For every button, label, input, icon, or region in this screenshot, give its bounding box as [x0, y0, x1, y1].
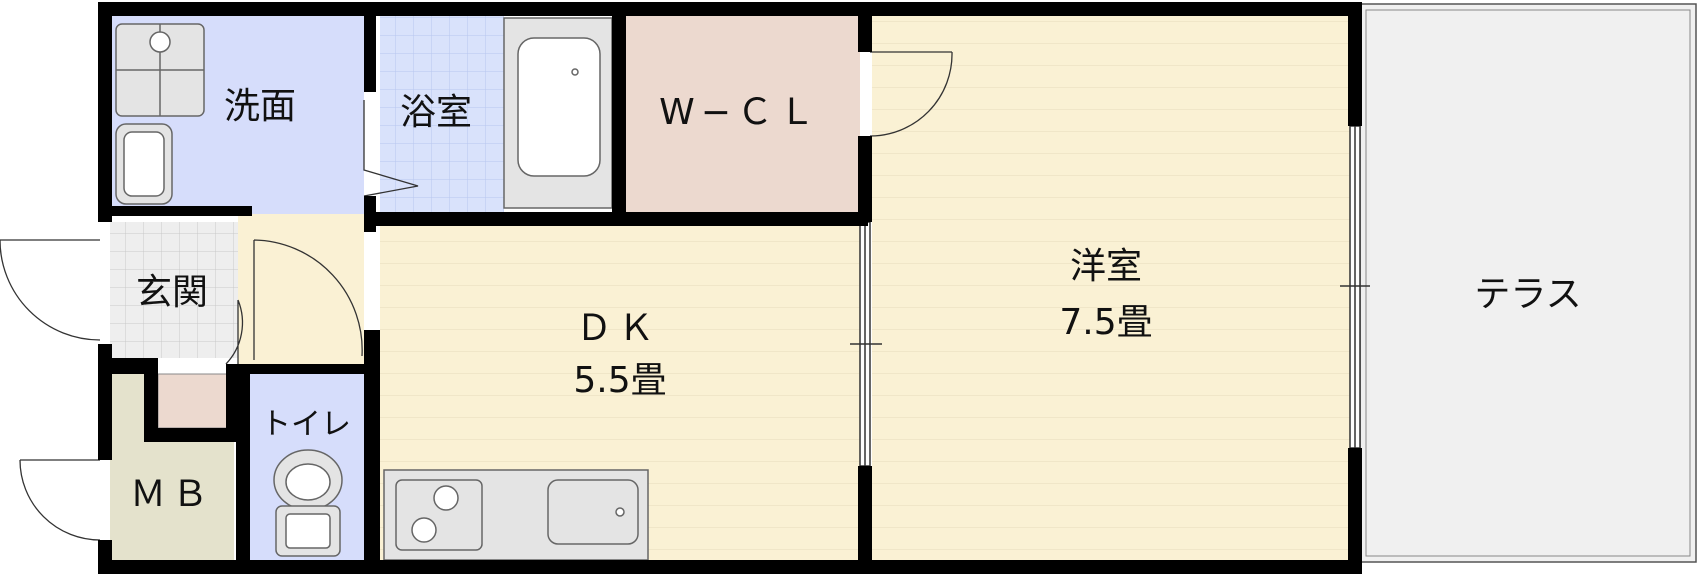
- label-yoshitsu-size: 7.5畳: [1059, 302, 1152, 343]
- wcl-floor: [626, 14, 860, 214]
- label-yoshitsu: 洋室: [1070, 246, 1142, 287]
- label-dk-size: 5.5畳: [573, 360, 666, 401]
- toilet-fixture: [273, 449, 343, 557]
- hall-floor: [238, 214, 364, 364]
- label-dk: ＤＫ: [576, 308, 660, 349]
- kitchen-counter: [383, 469, 649, 561]
- wash-basin: [115, 123, 173, 205]
- label-toilet: トイレ: [261, 407, 351, 442]
- yoshitsu-wood: [872, 14, 1350, 562]
- walls: [98, 2, 1362, 574]
- terrace: [1359, 3, 1697, 563]
- label-terrace: テラス: [1474, 274, 1581, 315]
- washing-machine-pan: [115, 23, 205, 117]
- label-yokushitsu: 浴室: [400, 92, 472, 133]
- mb-box: [157, 373, 235, 429]
- door-swings: [0, 51, 953, 541]
- label-genkan: 玄関: [136, 272, 208, 313]
- label-mb: ＭＢ: [130, 474, 214, 515]
- bathtub: [503, 17, 613, 209]
- label-senmen: 洗面: [224, 86, 296, 127]
- windows: [850, 125, 1370, 467]
- genkan-tile: [110, 222, 238, 358]
- label-wcl: W−ＣＬ: [659, 92, 821, 133]
